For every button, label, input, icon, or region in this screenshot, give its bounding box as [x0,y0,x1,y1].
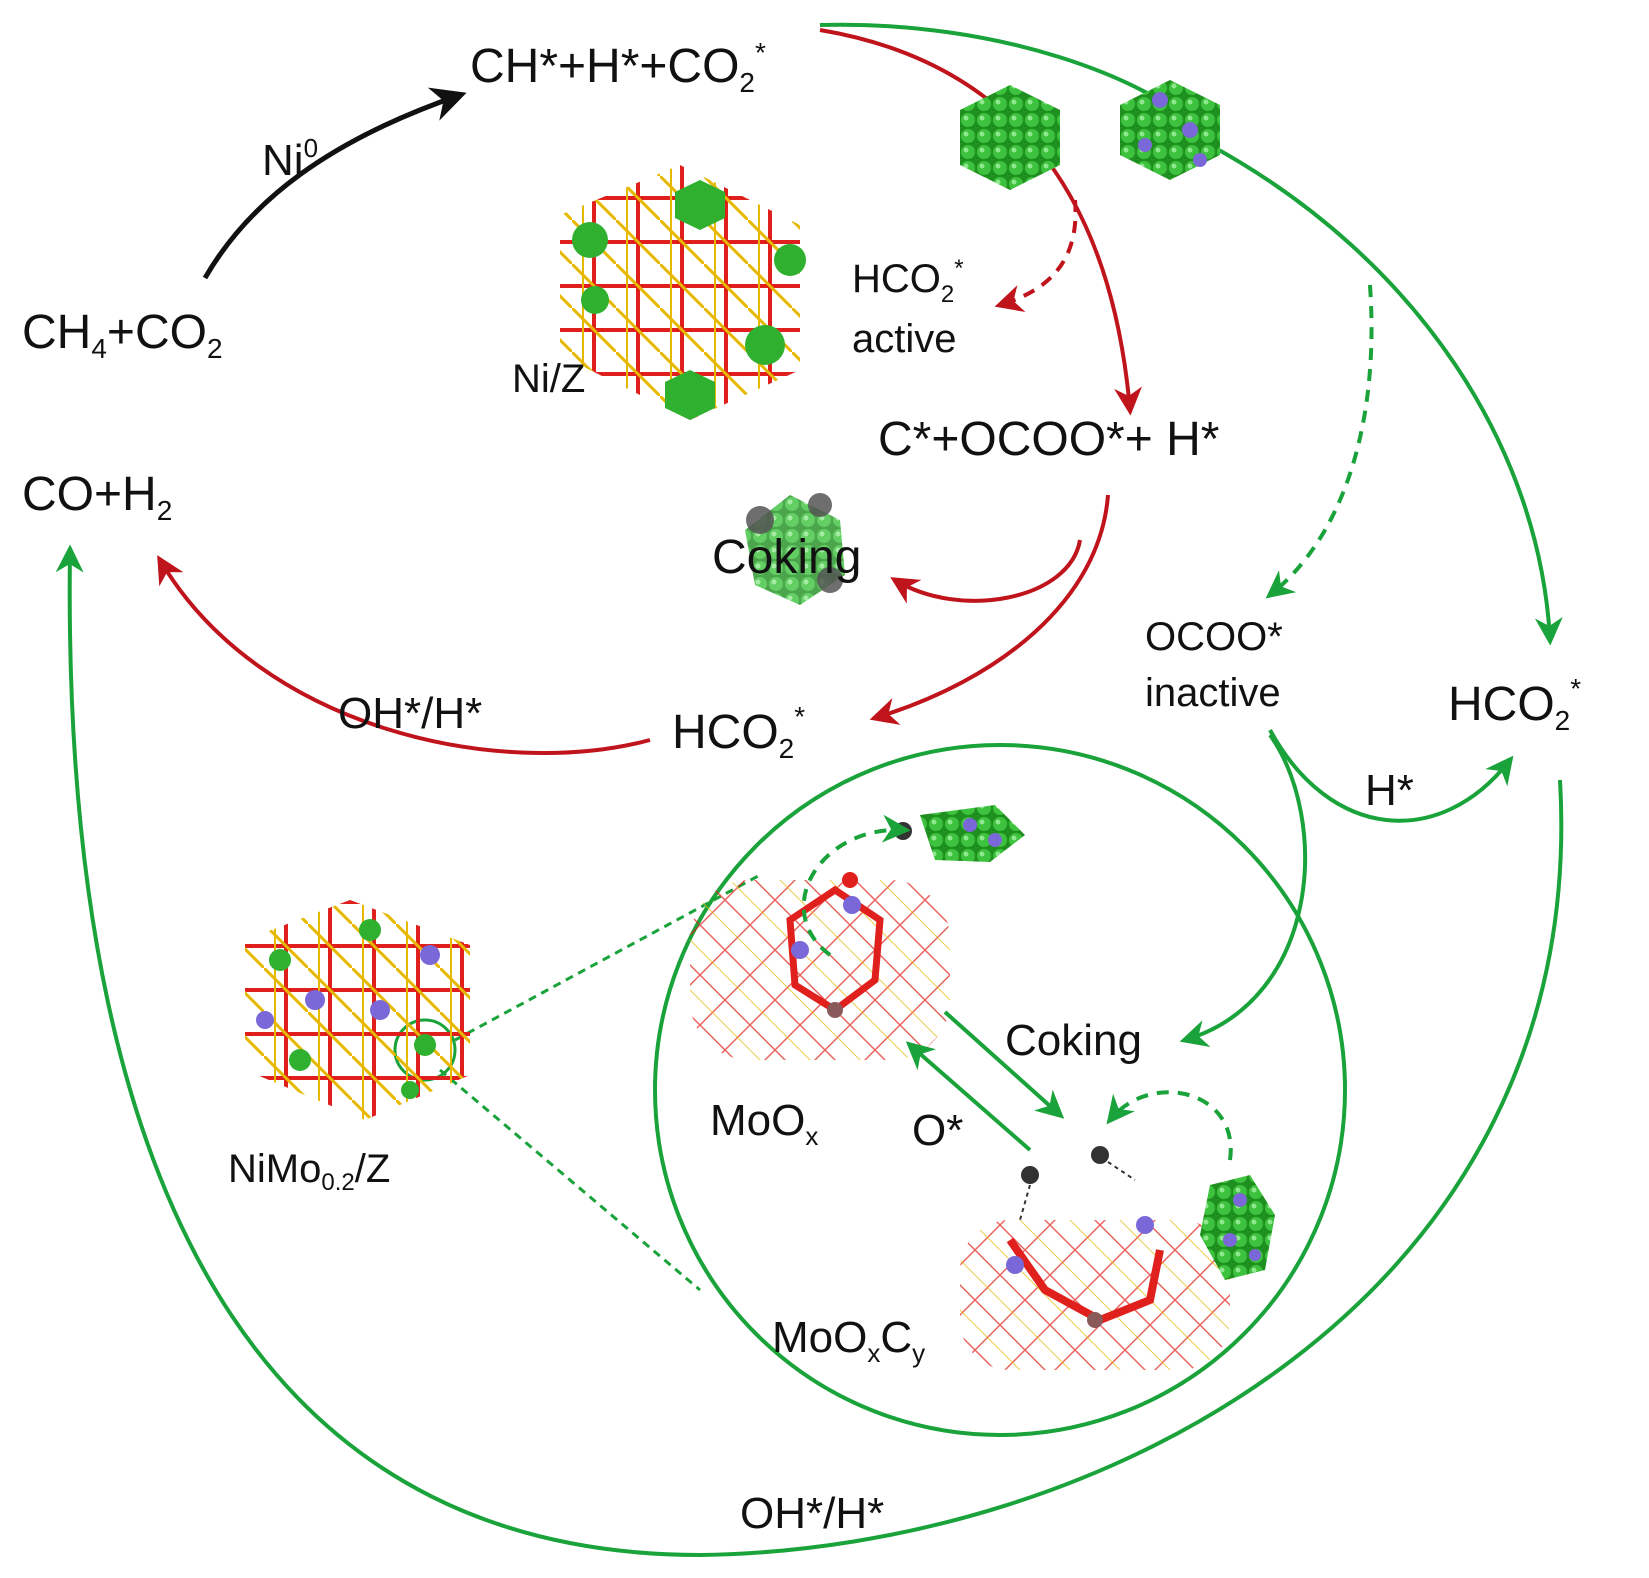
c-ocoo-h-label: C*+OCOO*+ H* [878,413,1219,466]
ni0-label: Ni0 [262,133,318,185]
hco2-right-label: HCO2* [1448,673,1581,736]
coking-top-label: Coking [712,531,861,584]
moox-framework [690,872,950,1060]
ni0-arrow [202,87,467,280]
nimo-z-label: NiMo0.2/Z [228,1147,390,1196]
mo-atoms-inner-bottom [1223,1193,1261,1261]
zoom-line-top [454,873,761,1042]
green-arrow-big-loop [55,544,1564,1558]
oh-h-red-label: OH*/H* [338,689,482,738]
green-arrow-moox-to-mooxcy [943,1010,1065,1119]
green-arrow-to-hco2-right [1209,143,1563,646]
oh-h-green-label: OH*/H* [740,1489,884,1538]
red-arrow-to-co-h2 [157,555,651,755]
green-dashed-to-inner-particle [801,814,911,957]
green-arrow-h-to-hco2 [1268,729,1514,823]
ni-particle-red-path [960,85,1060,190]
coking-bottom-label: Coking [1005,1016,1142,1065]
hco2-left-label: HCO2* [672,701,805,764]
moox-label: MoOx [710,1096,818,1151]
h-star-label: H* [1365,766,1414,815]
green-arrow-to-coking [1179,733,1308,1048]
mo-atoms-top [1138,92,1207,167]
hco2-active-label: HCO2* [852,255,964,308]
red-dashed-to-hco2-active [994,199,1078,312]
red-arrow-to-coking [890,539,1082,604]
o-star-label: O* [912,1106,963,1155]
mooxcy-label: MoOxCy [772,1313,925,1368]
green-dashed-particle-to-carbon [1106,1090,1233,1161]
ni-z-framework [560,165,806,420]
reactants-label: CH4+CO2 [22,306,223,364]
ocoo-inactive-label: OCOO* [1145,615,1283,659]
mo-atoms-inner-top [963,818,1002,847]
ocoo-inactive-note: inactive [1145,671,1281,715]
ni-z-label: Ni/Z [512,357,585,401]
green-arrow-mooxcy-to-moox [905,1041,1032,1152]
coked-ni-particle [745,493,845,605]
green-dashed-to-ocoo [1265,284,1374,599]
zoom-line-bottom [439,1068,701,1292]
products-label: CO+H2 [22,468,172,526]
nimo-particle-green-path [1120,80,1220,180]
mooxcy-framework [960,1216,1230,1370]
adsorbed-top-label: CH*+H*+CO2* [470,37,766,98]
moox-zoom-circle [653,743,1347,1437]
hco2-active-note: active [852,317,957,361]
nimo-z-framework [245,900,470,1120]
red-arrow-to-hco2 [869,494,1110,725]
ni-particle-inner-top [920,805,1025,862]
